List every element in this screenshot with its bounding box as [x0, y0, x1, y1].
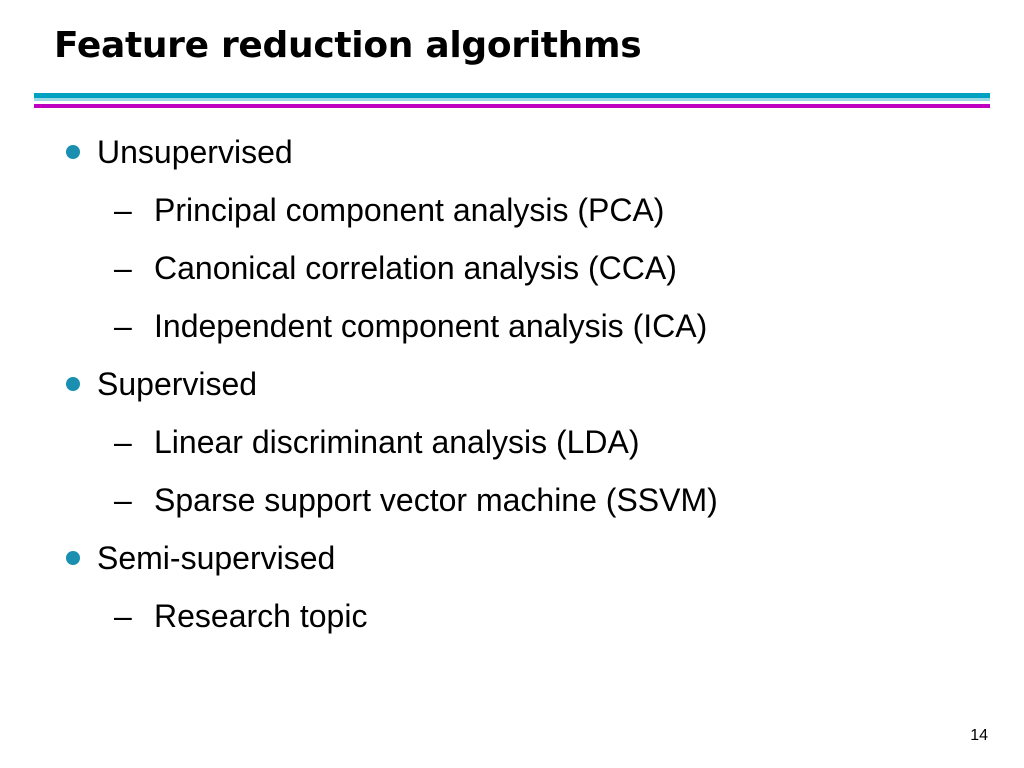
subitem-label: Linear discriminant analysis (LDA) — [154, 424, 640, 460]
dash-marker: – — [114, 424, 132, 460]
subitem-label: Sparse support vector machine (SSVM) — [154, 482, 718, 518]
subitem-research-topic: –Research topic — [114, 596, 367, 636]
subitem-ica: –Independent component analysis (ICA) — [114, 306, 707, 346]
title-underline-magenta — [34, 104, 990, 108]
dash-marker: – — [114, 308, 132, 344]
subitem-cca: –Canonical correlation analysis (CCA) — [114, 248, 677, 288]
bullet-dot-icon — [66, 144, 80, 159]
bullet-label: Unsupervised — [97, 134, 293, 170]
dash-marker: – — [114, 482, 132, 518]
bullet-dot-icon — [66, 550, 80, 565]
page-number: 14 — [970, 727, 988, 744]
dash-marker: – — [114, 250, 132, 286]
dash-marker: – — [114, 192, 132, 228]
slide-title: Feature reduction algorithms — [54, 25, 642, 66]
subitem-lda: –Linear discriminant analysis (LDA) — [114, 422, 640, 462]
bullet-dot-icon — [66, 376, 80, 391]
subitem-ssvm: –Sparse support vector machine (SSVM) — [114, 480, 718, 520]
title-underline-teal — [34, 93, 990, 98]
title-underline-light — [34, 98, 990, 101]
bullet-semi-supervised: Semi-supervised — [66, 538, 335, 578]
dash-marker: – — [114, 598, 132, 634]
subitem-label: Research topic — [154, 598, 368, 634]
bullet-supervised: Supervised — [66, 364, 257, 404]
bullet-unsupervised: Unsupervised — [66, 132, 293, 172]
subitem-label: Independent component analysis (ICA) — [154, 308, 708, 344]
bullet-label: Semi-supervised — [97, 540, 336, 576]
bullet-label: Supervised — [97, 366, 258, 402]
subitem-pca: –Principal component analysis (PCA) — [114, 190, 664, 230]
subitem-label: Canonical correlation analysis (CCA) — [154, 250, 677, 286]
subitem-label: Principal component analysis (PCA) — [154, 192, 665, 228]
